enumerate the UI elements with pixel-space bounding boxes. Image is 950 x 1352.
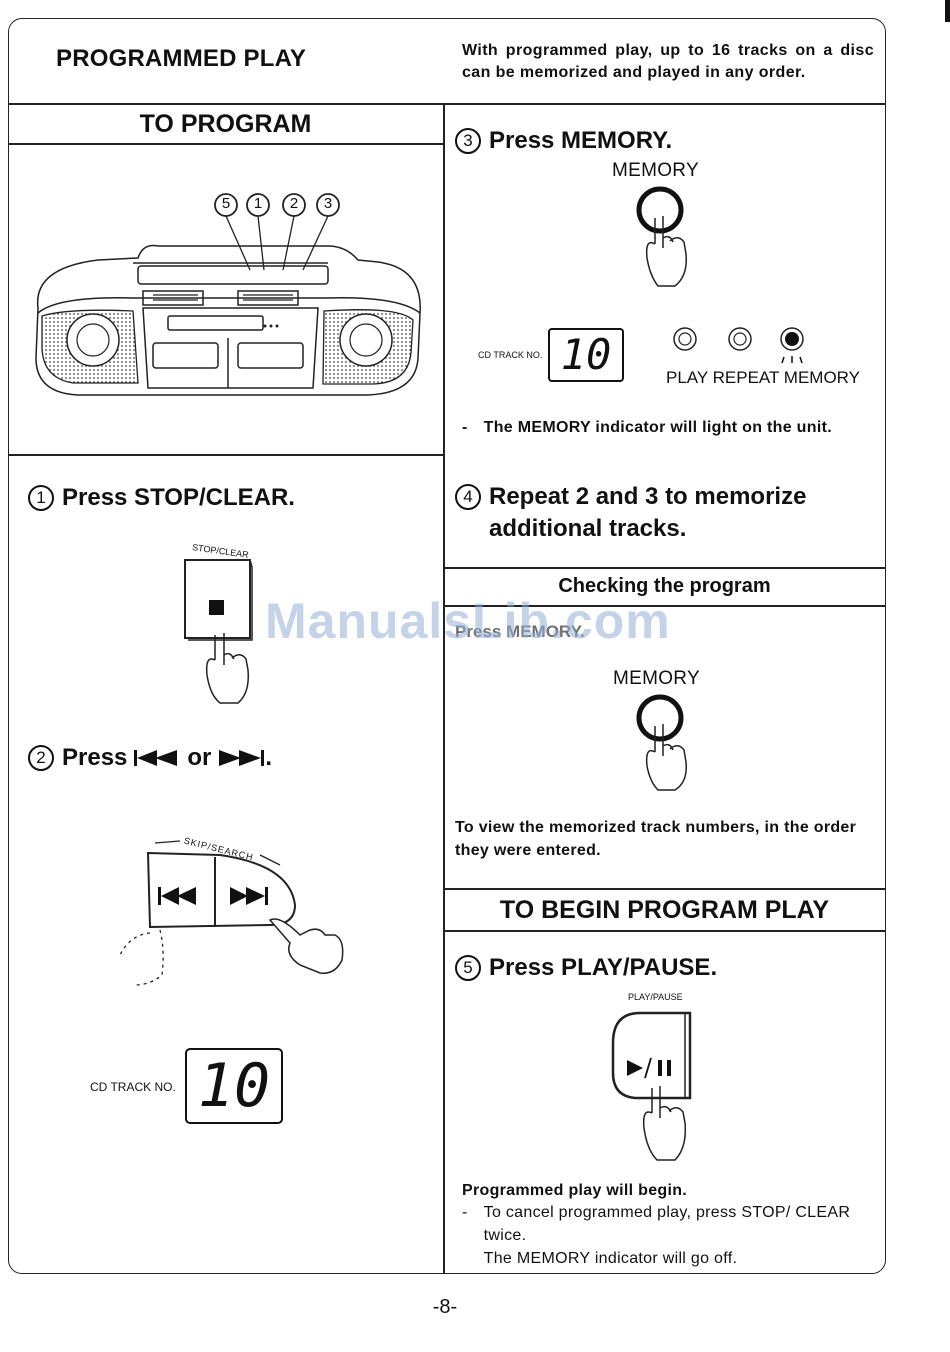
right-begin-title-divider <box>443 930 886 932</box>
play-pause-button-illustration <box>611 1011 692 1161</box>
step-3: 3 Press MEMORY. <box>455 125 672 157</box>
left-image-divider <box>8 454 443 456</box>
memory-label-1: MEMORY <box>612 160 699 181</box>
intro-text: With programmed play, up to 16 tracks on… <box>462 42 874 81</box>
page-number: -8- <box>432 1296 458 1318</box>
right-track-display: 10 <box>548 328 624 382</box>
left-track-number: 10 <box>197 1051 271 1121</box>
stop-clear-button-illustration <box>184 559 253 704</box>
callout-5: 5 <box>221 195 231 212</box>
content-frame <box>8 18 886 1274</box>
memory-indicator-note: - The MEMORY indicator will light on the… <box>462 416 874 439</box>
cancel-note-bullet: - <box>462 1204 468 1221</box>
step-5-text: Press PLAY/PAUSE. <box>489 954 718 981</box>
memory-button-illustration-1 <box>636 186 688 287</box>
memory-label-2: MEMORY <box>613 668 700 689</box>
callout-2: 2 <box>289 195 299 212</box>
right-track-number: 10 <box>560 330 612 379</box>
indicator-lights <box>673 327 804 364</box>
step-4: 4 Repeat 2 and 3 to memorize additional … <box>455 481 880 545</box>
step-1-number: 1 <box>28 485 54 511</box>
checking-program-heading: Checking the program <box>558 575 771 597</box>
watermark: ManualsLib.com <box>265 593 671 649</box>
memory-note-text: The MEMORY indicator will light on the u… <box>483 419 832 436</box>
step-5: 5 Press PLAY/PAUSE. <box>455 952 717 984</box>
cancel-note-line2: The MEMORY indicator will go off. <box>483 1250 738 1267</box>
step-5-number: 5 <box>455 955 481 981</box>
step-2-text-prefix: Press <box>62 744 128 771</box>
header-divider <box>8 103 886 105</box>
left-display-label: CD TRACK NO. <box>90 1080 176 1094</box>
left-section-title-divider <box>8 143 443 145</box>
step-2: 2 Press or . <box>28 742 272 774</box>
checking-instruction: Press MEMORY. <box>455 622 585 640</box>
skip-forward-icon <box>219 750 265 766</box>
begin-program-heading: TO BEGIN PROGRAM PLAY <box>499 896 830 924</box>
skip-back-icon <box>134 750 178 766</box>
play-icon <box>627 1060 643 1076</box>
skip-buttons-illustration <box>119 840 344 986</box>
page-edge-mark <box>945 0 950 22</box>
right-display-label: CD TRACK NO. <box>478 350 543 360</box>
page-title: PROGRAMMED PLAY <box>56 45 307 72</box>
callout-1: 1 <box>253 195 263 212</box>
step-1: 1 Press STOP/CLEAR. <box>28 482 295 514</box>
step-2-text-suffix: . <box>265 744 273 771</box>
step-3-number: 3 <box>455 128 481 154</box>
column-divider <box>443 103 445 1274</box>
to-program-heading: TO PROGRAM <box>139 110 312 138</box>
right-checking-title-divider <box>443 605 886 607</box>
boombox-callouts: 5 1 2 3 <box>215 195 565 217</box>
step-3-text: Press MEMORY. <box>489 127 673 154</box>
memory-button-illustration-2 <box>636 694 688 791</box>
step-4-number: 4 <box>455 484 481 510</box>
left-track-display: 10 <box>185 1048 283 1124</box>
right-checking-top-divider <box>443 567 886 569</box>
stop-icon <box>209 600 224 615</box>
step-2-number: 2 <box>28 745 54 771</box>
pause-icon <box>658 1060 662 1076</box>
play-pause-label: PLAY/PAUSE <box>628 992 683 1002</box>
step-4-text: Repeat 2 and 3 to memorize additional tr… <box>489 483 807 542</box>
program-begin-result: Programmed play will begin. <box>462 1182 688 1199</box>
cancel-note-line1: To cancel programmed play, press STOP/ C… <box>483 1204 851 1244</box>
indicator-labels: PLAY REPEAT MEMORY <box>666 368 860 387</box>
boombox-illustration <box>35 193 421 396</box>
step-1-text: Press STOP/CLEAR. <box>62 484 295 511</box>
callout-3: 3 <box>323 195 333 212</box>
cancel-program-note: - To cancel programmed play, press STOP/… <box>462 1201 874 1270</box>
checking-text: To view the memorized track numbers, in … <box>455 819 857 859</box>
memory-note-bullet: - <box>462 419 468 436</box>
right-begin-top-divider <box>443 888 886 890</box>
step-2-text-or: or <box>187 744 212 771</box>
